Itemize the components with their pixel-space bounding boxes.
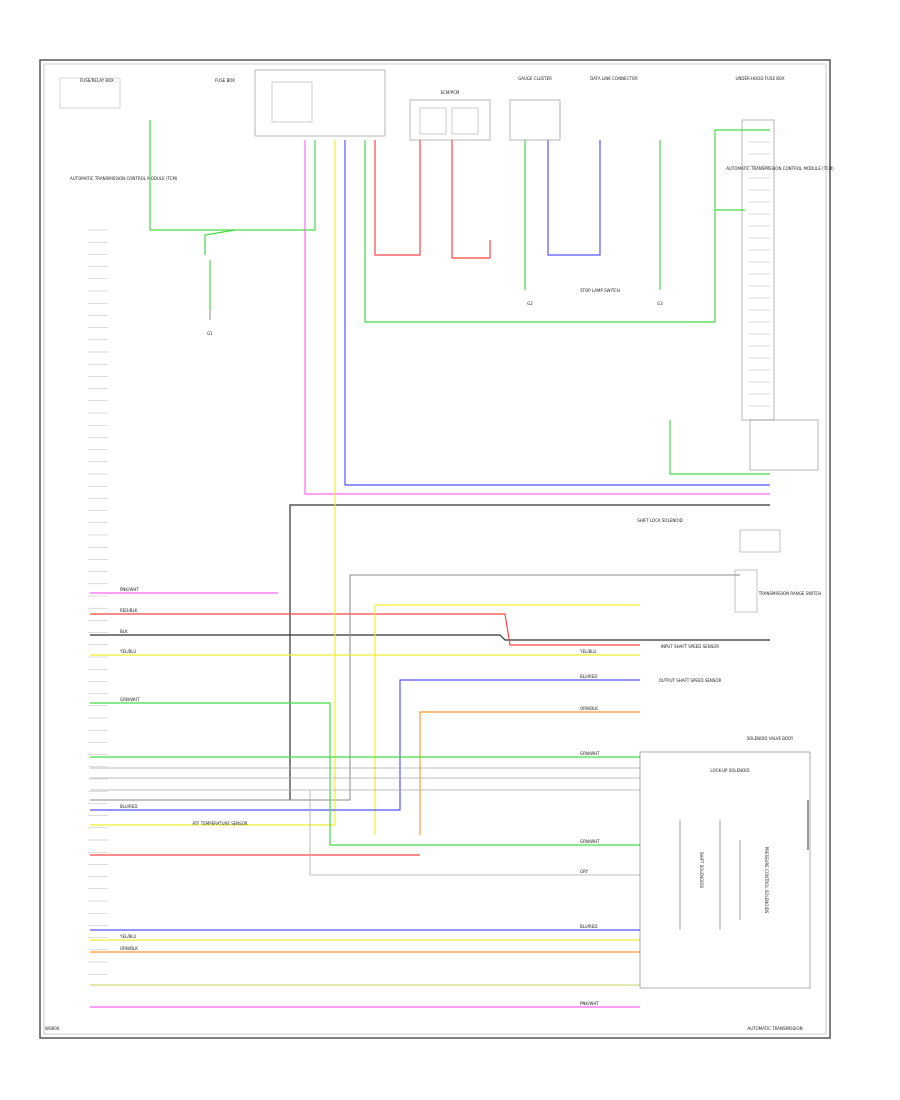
wire-dark-2 — [289, 504, 770, 800]
wire-label-orange: ORN/BLK — [120, 946, 138, 951]
svg-text:ECM/PCM: ECM/PCM — [441, 90, 460, 95]
wire-yellow-3 — [374, 604, 640, 835]
wire-red-3 — [90, 613, 640, 646]
wire-label-green: GRN/WHT — [120, 697, 140, 702]
wire-label-blue: BLU/RED — [580, 924, 597, 929]
wire-label-gray: GRY — [580, 869, 589, 874]
svg-text:G2: G2 — [527, 301, 533, 306]
ground-a-symbol: G1 — [207, 310, 213, 336]
wire-label-yellow: YEL/BLU — [119, 649, 136, 654]
wire-label-blue: BLU/RED — [120, 804, 137, 809]
left-pin-column — [88, 229, 108, 975]
wire-label-red: RED/BLK — [120, 608, 138, 613]
svg-text:G1: G1 — [207, 331, 213, 336]
wire-label-dark: BLK — [120, 629, 128, 634]
wire-green-5 — [714, 129, 770, 210]
ground-b-symbol: G2 — [527, 301, 533, 306]
right-pin-column — [748, 129, 770, 407]
svg-text:OUTPUT SHAFT SPEED SENSOR: OUTPUT SHAFT SPEED SENSOR — [659, 678, 722, 683]
speed-sensor-out-label: OUTPUT SHAFT SPEED SENSOR — [659, 678, 722, 683]
range-switch-block: TRANSMISSION RANGE SWITCH — [734, 569, 822, 613]
wire-label-blue: BLU/RED — [580, 674, 597, 679]
wire-label-pink: PNK/WHT — [580, 1001, 599, 1006]
diagram-frame — [39, 59, 831, 1039]
wire-blue-2 — [344, 140, 770, 486]
wire-green-2 — [204, 229, 236, 255]
wire-green-4 — [364, 140, 745, 323]
svg-text:SHIFT LOCK SOLENOID: SHIFT LOCK SOLENOID — [637, 518, 682, 523]
svg-text:AUTOMATIC TRANSMISSION CONTROL: AUTOMATIC TRANSMISSION CONTROL MODULE (T… — [70, 176, 178, 181]
fuse-box-left-label: FUSE/RELAY BOX — [59, 77, 121, 109]
svg-text:SHIFT SOLENOIDS: SHIFT SOLENOIDS — [699, 852, 704, 889]
temp-sensor-label: ATF TEMPERATURE SENSOR — [192, 821, 248, 826]
wire-label-pink: PNK/WHT — [120, 587, 139, 592]
wire-gray-5 — [309, 790, 640, 876]
wire-green-9 — [90, 702, 640, 846]
svg-text:AUTOMATIC TRANSMISSION CONTROL: AUTOMATIC TRANSMISSION CONTROL MODULE (T… — [726, 166, 834, 171]
svg-text:PRESSURE CONTROL SOLENOIDS: PRESSURE CONTROL SOLENOIDS — [764, 847, 769, 914]
svg-text:STOP LAMP SWITCH: STOP LAMP SWITCH — [580, 288, 620, 293]
svg-text:DATA LINK CONNECTOR: DATA LINK CONNECTOR — [590, 76, 638, 81]
wire-label-yellow: YEL/BLU — [119, 934, 136, 939]
svg-text:GAUGE CLUSTER: GAUGE CLUSTER — [518, 76, 552, 81]
wire-orange-1 — [419, 711, 640, 835]
speed-sensor-in-label: INPUT SHAFT SPEED SENSOR — [661, 644, 720, 649]
wire-pink-1 — [304, 140, 770, 495]
ground-c-symbol: G3 — [657, 301, 663, 306]
wire-gray-1 — [90, 575, 351, 801]
tcm-connector-right: AUTOMATIC TRANSMISSION CONTROL MODULE (T… — [726, 119, 834, 471]
ecm-box: ECM/PCM — [409, 90, 491, 141]
wire-red-2 — [451, 140, 491, 259]
svg-text:ATF TEMPERATURE SENSOR: ATF TEMPERATURE SENSOR — [192, 821, 248, 826]
svg-text:LOCK-UP SOLENOID: LOCK-UP SOLENOID — [710, 768, 749, 773]
svg-text:G3: G3 — [657, 301, 663, 306]
wire-label-orange: ORN/BLK — [580, 706, 598, 711]
gauge-box: GAUGE CLUSTER — [509, 76, 561, 141]
wire-dark-1 — [90, 634, 770, 641]
solenoid-body-block: SOLENOID VALVE BODY LOCK-UP SOLENOID SHI… — [639, 736, 811, 989]
wire-label-yellow: YEL/BLU — [579, 649, 596, 654]
brake-switch-label: STOP LAMP SWITCH — [580, 288, 620, 293]
svg-text:FUSE/RELAY BOX: FUSE/RELAY BOX — [80, 78, 114, 83]
page-code: W0B00 — [45, 1026, 60, 1031]
fuse-box-right-label: UNDER-HOOD FUSE BOX — [735, 76, 784, 81]
tcm-connector-left: AUTOMATIC TRANSMISSION CONTROL MODULE (T… — [70, 176, 178, 181]
wire-green-8 — [669, 420, 770, 475]
diagram-inner-frame — [43, 63, 827, 1035]
wire-labels: PNK/WHT RED/BLK BLK YEL/BLU GRN/WHT BLU/RED YE… — [119, 587, 600, 1006]
svg-text:TRANSMISSION RANGE SWITCH: TRANSMISSION RANGE SWITCH — [758, 591, 822, 596]
svg-text:UNDER-HOOD FUSE BOX: UNDER-HOOD FUSE BOX — [735, 76, 784, 81]
svg-text:SOLENOID VALVE BODY: SOLENOID VALVE BODY — [747, 736, 794, 741]
svg-text:FUSE BOX: FUSE BOX — [215, 78, 235, 83]
wire-label-green: GRN/WHT — [580, 839, 600, 844]
wire-blue-3 — [90, 679, 640, 811]
wire-yellow-2 — [90, 140, 336, 826]
wire-blue-1 — [547, 140, 601, 256]
svg-text:INPUT SHAFT SPEED SENSOR: INPUT SHAFT SPEED SENSOR — [661, 644, 720, 649]
fuse-box-mid: FUSE BOX — [215, 69, 386, 137]
wire-red-1 — [374, 140, 421, 256]
wire-label-green: GRN/WHT — [580, 751, 600, 756]
shift-lock-block: SHIFT LOCK SOLENOID — [637, 518, 781, 553]
wire-green-1 — [149, 120, 316, 231]
diagram-title: AUTOMATIC TRANSMISSION — [747, 1026, 802, 1031]
data-link-label: DATA LINK CONNECTOR — [590, 76, 638, 81]
